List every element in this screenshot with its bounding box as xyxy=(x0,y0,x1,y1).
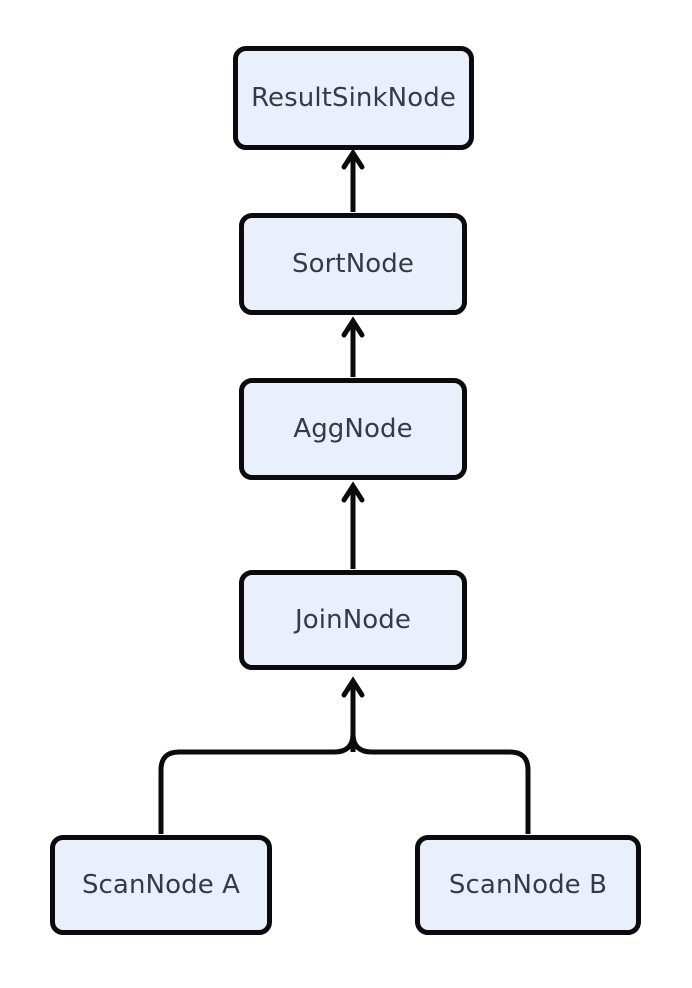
node-agg[interactable]: AggNode xyxy=(239,378,467,480)
edge-scan-b-to-join xyxy=(350,733,531,834)
node-scan-b[interactable]: ScanNode B xyxy=(415,835,641,935)
node-sort-label: SortNode xyxy=(292,249,414,279)
edge-scan-a-to-join xyxy=(158,733,356,834)
node-scan-a[interactable]: ScanNode A xyxy=(50,835,272,935)
node-result-sink[interactable]: ResultSinkNode xyxy=(233,46,474,150)
edge-agg-to-sort xyxy=(341,316,365,377)
edge-join-to-agg xyxy=(341,481,365,569)
node-agg-label: AggNode xyxy=(293,414,413,444)
edge-merge-trunk-arrow xyxy=(341,676,365,752)
node-join[interactable]: JoinNode xyxy=(239,570,467,670)
node-join-label: JoinNode xyxy=(295,605,411,635)
edge-sort-to-result-sink xyxy=(341,148,365,212)
node-scan-b-label: ScanNode B xyxy=(448,870,608,900)
node-scan-a-label: ScanNode A xyxy=(81,870,241,900)
node-result-sink-label: ResultSinkNode xyxy=(251,83,456,113)
node-sort[interactable]: SortNode xyxy=(239,213,467,315)
